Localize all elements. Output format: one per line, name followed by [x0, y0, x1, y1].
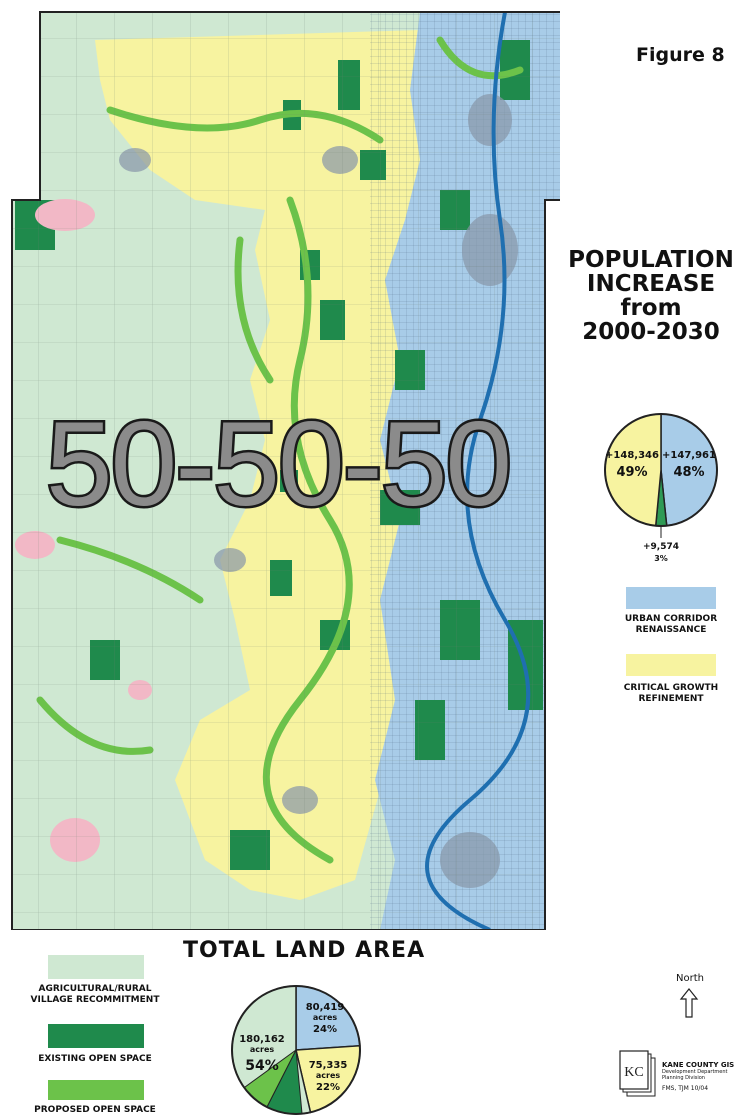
- logo-line: Development Department: [662, 1069, 728, 1075]
- pie-unit-label: acres: [313, 1013, 338, 1022]
- legend-swatch-critical: [626, 654, 716, 676]
- logo-line: FMS, TJM 10/04: [662, 1085, 709, 1092]
- legend-label-existing-open: EXISTING OPEN SPACE: [38, 1054, 152, 1064]
- legend-swatch-urban: [626, 587, 716, 609]
- pie-value-label: +148,346: [605, 450, 659, 461]
- legend-label-agricultural: AGRICULTURAL/RURAL VILLAGE RECOMMITMENT: [20, 984, 170, 1006]
- kane-county-logo-icon: KC: [619, 1050, 656, 1097]
- legend-label-line: URBAN CORRIDOR: [624, 614, 718, 624]
- north-arrow-icon: [679, 988, 699, 1018]
- logo-text-block: KANE COUNTY GIS Development Department P…: [662, 1061, 744, 1093]
- legend-label-line: VILLAGE RECOMMITMENT: [30, 995, 160, 1005]
- population-title-line: 2000-2030: [582, 319, 720, 345]
- pie-percent-label: 24%: [313, 1024, 337, 1035]
- legend-swatch-proposed-open: [48, 1080, 144, 1100]
- river: [425, 12, 531, 930]
- pie-percent-label: 54%: [245, 1058, 279, 1074]
- population-title-line: POPULATION: [568, 247, 734, 273]
- svg-text:KC: KC: [624, 1065, 643, 1080]
- pie-value-label: 180,162: [239, 1034, 285, 1045]
- legend-label-line: CRITICAL GROWTH: [623, 683, 719, 693]
- legend-label-line: REFINEMENT: [638, 694, 704, 704]
- map-banner-text: 50-50-50: [46, 397, 510, 531]
- pie-value-label: 80,419: [306, 1002, 345, 1013]
- pie-percent-label: 48%: [673, 465, 704, 480]
- population-title: POPULATION INCREASE from 2000-2030: [556, 248, 746, 344]
- logo-line: KANE COUNTY GIS: [662, 1061, 735, 1069]
- north-label: North: [676, 973, 704, 984]
- land-area-title: TOTAL LAND AREA: [183, 938, 426, 963]
- legend-label-line: AGRICULTURAL/RURAL: [38, 984, 152, 994]
- legend-label-line: RENAISSANCE: [635, 625, 707, 635]
- pie-value-label: +147,961: [662, 450, 716, 461]
- pie-outline: [231, 985, 361, 1115]
- logo-line: Planning Division: [662, 1075, 705, 1081]
- figure-label: Figure 8: [636, 44, 725, 66]
- population-title-line: from: [620, 295, 682, 321]
- population-pie-chart: +147,961 48% +148,346 49% +9,574 3%: [604, 413, 718, 563]
- pie-value-label: +9,574: [643, 542, 679, 552]
- pie-percent-label: 3%: [654, 554, 668, 563]
- pie-percent-label: 49%: [616, 465, 647, 480]
- county-land-use-map: 50-50-50: [11, 11, 560, 930]
- legend-swatch-existing-open: [48, 1024, 144, 1048]
- legend-label-proposed-open: PROPOSED OPEN SPACE: [34, 1105, 156, 1115]
- legend-swatch-agricultural: [48, 955, 144, 979]
- county-border: [11, 11, 560, 930]
- pie-unit-label: acres: [316, 1071, 341, 1080]
- pie-value-label: 75,335: [309, 1060, 348, 1071]
- legend-label-urban: URBAN CORRIDOR RENAISSANCE: [600, 614, 742, 636]
- pie-percent-label: 22%: [316, 1082, 340, 1093]
- legend-label-critical: CRITICAL GROWTH REFINEMENT: [600, 683, 742, 705]
- pie-unit-label: acres: [250, 1045, 275, 1054]
- land-area-pie-chart: 80,419acres24%75,335acres22%180,162acres…: [231, 985, 361, 1115]
- population-title-line: INCREASE: [586, 271, 716, 297]
